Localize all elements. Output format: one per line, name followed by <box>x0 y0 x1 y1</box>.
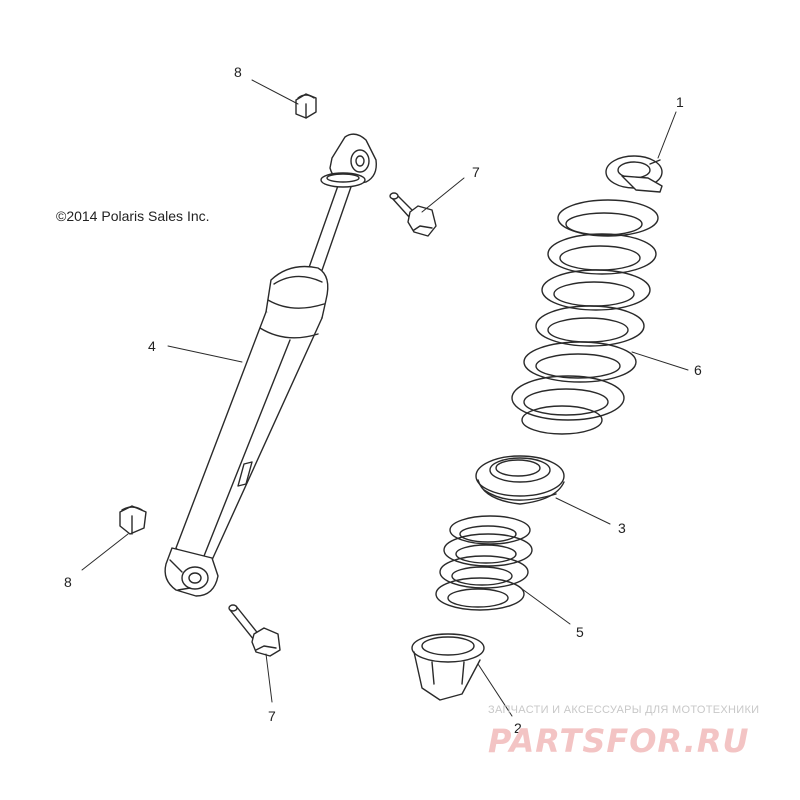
bolt-part-7-top <box>389 192 437 237</box>
secondary-spring-part-5 <box>435 515 533 611</box>
bolt-part-7-bottom <box>228 604 281 657</box>
leader-lines <box>81 79 689 717</box>
callout-label-5: 5 <box>576 624 584 640</box>
watermark-logo-text: PARTSFOR.RU <box>488 722 749 760</box>
main-coil-spring-part-6 <box>511 199 659 435</box>
nut-part-8-left <box>119 505 147 535</box>
lower-spring-collar-part-2 <box>411 633 485 701</box>
callout-label-3: 3 <box>618 520 626 536</box>
callout-label-2: 2 <box>514 720 522 736</box>
callout-label-7-bottom: 7 <box>268 708 276 724</box>
watermark-logo: PARTSFOR.RU <box>488 722 749 760</box>
watermark-tagline: ЗАПЧАСТИ И АКСЕССУАРЫ ДЛЯ МОТОТЕХНИКИ <box>488 704 760 716</box>
callout-label-7-top: 7 <box>472 164 480 180</box>
copyright-text: ©2014 Polaris Sales Inc. <box>56 208 210 224</box>
callout-label-8-top: 8 <box>234 64 242 80</box>
callout-label-4: 4 <box>148 338 156 354</box>
callout-label-6: 6 <box>694 362 702 378</box>
callout-label-8-left: 8 <box>64 574 72 590</box>
spring-seat-part-3 <box>475 455 565 505</box>
shock-absorber-part-4 <box>164 133 377 597</box>
spring-retainer-part-1 <box>605 155 663 193</box>
nut-part-8-top <box>295 93 317 119</box>
callout-label-1: 1 <box>676 94 684 110</box>
